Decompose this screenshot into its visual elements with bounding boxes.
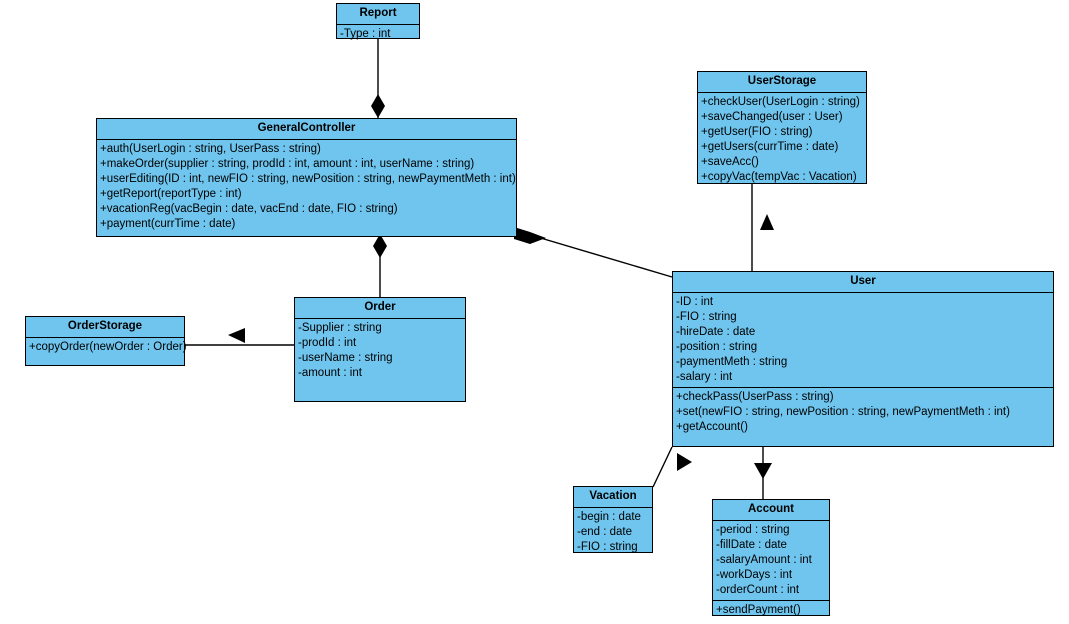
uml-attribute-row: -period : string <box>716 523 790 536</box>
edge-user-vacation <box>652 446 692 488</box>
uml-attribute-row: -hireDate : date <box>676 325 756 338</box>
uml-attribute-row: -salary : int <box>676 370 733 383</box>
uml-method-row: +userEditing(ID : int, newFIO : string, … <box>100 172 516 185</box>
uml-attributes-compartment: -Type : int <box>337 25 419 44</box>
uml-attributes-compartment: -period : string -fillDate : date -salar… <box>713 521 829 600</box>
filled-triangle-right-marker <box>677 453 692 471</box>
edge-report-generalcontroller <box>371 39 385 118</box>
edge-generalcontroller-order <box>373 234 387 297</box>
filled-triangle-up-marker <box>760 214 774 230</box>
uml-class-generalcontroller[interactable]: GeneralController +auth(UserLogin : stri… <box>96 118 517 237</box>
uml-class-title: Report <box>337 4 419 25</box>
uml-method-row: +checkUser(UserLogin : string) <box>701 95 860 108</box>
filled-diamond-marker <box>371 94 385 118</box>
uml-methods-compartment: +copyOrder(newOrder : Order) <box>26 338 187 366</box>
uml-methods-compartment: +checkPass(UserPass : string) +set(newFI… <box>673 386 1053 447</box>
uml-method-row: +getAccount() <box>676 420 748 433</box>
uml-class-user[interactable]: User -ID : int -FIO : string -hireDate :… <box>672 271 1054 447</box>
uml-class-title: OrderStorage <box>26 317 184 338</box>
uml-class-report[interactable]: Report -Type : int <box>336 3 420 40</box>
uml-methods-compartment: +sendPayment() <box>713 599 829 620</box>
uml-attribute-row: -paymentMeth : string <box>676 355 788 368</box>
uml-attribute-row: -end : date <box>577 525 632 538</box>
uml-class-title: Vacation <box>574 487 652 508</box>
uml-class-userstorage[interactable]: UserStorage +checkUser(UserLogin : strin… <box>697 71 867 184</box>
uml-attribute-row: -ID : int <box>676 295 714 308</box>
uml-class-title: Order <box>295 298 465 319</box>
uml-attribute-row: -begin : date <box>577 510 641 523</box>
uml-attribute-row: -amount : int <box>298 366 362 379</box>
uml-method-row: +checkPass(UserPass : string) <box>676 390 834 403</box>
edge-userstorage-user <box>751 184 774 271</box>
uml-class-order[interactable]: Order -Supplier : string -prodId : int -… <box>294 297 466 402</box>
uml-method-row: +makeOrder(supplier : string, prodId : i… <box>100 157 475 170</box>
uml-class-orderstorage[interactable]: OrderStorage +copyOrder(newOrder : Order… <box>25 316 187 366</box>
filled-triangle-down-marker <box>754 463 772 479</box>
uml-methods-compartment: +checkUser(UserLogin : string) +saveChan… <box>698 93 866 187</box>
uml-method-row: +sendPayment() <box>716 603 801 616</box>
uml-method-row: +getReport(reportType : int) <box>100 187 242 200</box>
uml-class-title: Account <box>713 500 829 521</box>
uml-method-row: +getUsers(currTime : date) <box>701 140 839 153</box>
edge-user-account <box>754 447 772 499</box>
filled-diamond-marker <box>516 228 539 243</box>
uml-attribute-row: -prodId : int <box>298 336 357 349</box>
uml-attribute-row: -Type : int <box>340 27 391 40</box>
uml-attribute-row: -FIO : string <box>577 540 638 553</box>
uml-attributes-compartment: -ID : int -FIO : string -hireDate : date… <box>673 293 1053 387</box>
uml-class-vacation[interactable]: Vacation -begin : date -end : date -FIO … <box>573 486 653 553</box>
uml-method-row: +copyVac(tempVac : Vacation) <box>701 170 857 183</box>
uml-attribute-row: -FIO : string <box>676 310 737 323</box>
uml-method-row: +saveChanged(user : User) <box>701 110 843 123</box>
uml-class-account[interactable]: Account -period : string -fillDate : dat… <box>712 499 830 616</box>
uml-method-row: +copyOrder(newOrder : Order) <box>29 340 187 353</box>
uml-attribute-row: -position : string <box>676 340 758 353</box>
uml-class-title: User <box>673 272 1053 293</box>
uml-attribute-row: -workDays : int <box>716 568 793 581</box>
uml-attribute-row: -userName : string <box>298 351 393 364</box>
uml-class-title: GeneralController <box>97 119 516 140</box>
uml-attribute-row: -Supplier : string <box>298 321 382 334</box>
uml-attributes-compartment: -begin : date -end : date -FIO : string <box>574 508 652 557</box>
uml-methods-compartment: +auth(UserLogin : string, UserPass : str… <box>97 140 516 237</box>
uml-method-row: +auth(UserLogin : string, UserPass : str… <box>100 142 321 155</box>
edge-order-orderstorage <box>185 328 294 346</box>
uml-attribute-row: -salaryAmount : int <box>716 553 812 566</box>
filled-triangle-left-marker <box>228 328 245 343</box>
uml-method-row: +vacationReg(vacBegin : date, vacEnd : d… <box>100 202 398 215</box>
uml-method-row: +payment(currTime : date) <box>100 217 236 230</box>
edge-generalcontroller-user <box>514 227 673 278</box>
uml-method-row: +set(newFIO : string, newPosition : stri… <box>676 405 1010 418</box>
uml-method-row: +saveAcc() <box>701 155 759 168</box>
uml-attribute-row: -orderCount : int <box>716 583 800 596</box>
uml-attributes-compartment: -Supplier : string -prodId : int -userNa… <box>295 319 465 402</box>
uml-attribute-row: -fillDate : date <box>716 538 787 551</box>
uml-method-row: +getUser(FIO : string) <box>701 125 813 138</box>
uml-class-title: UserStorage <box>698 72 866 93</box>
filled-diamond-marker <box>373 234 387 258</box>
